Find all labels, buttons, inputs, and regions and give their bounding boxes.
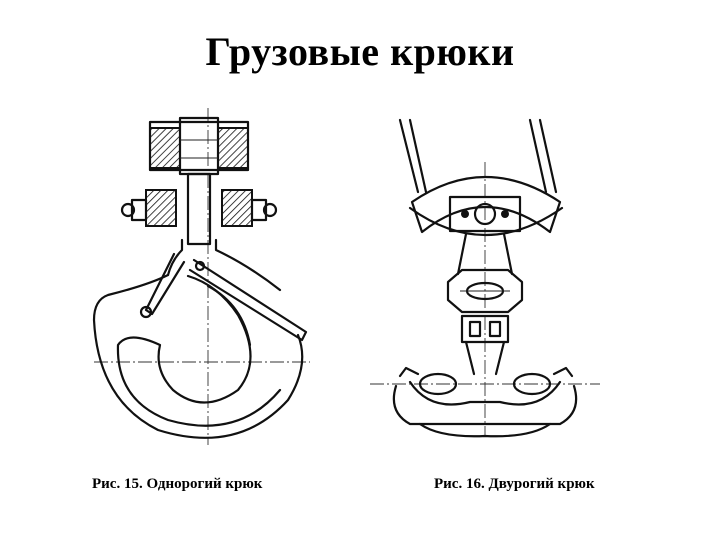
- figure-16-caption: Рис. 16. Двурогий крюк: [434, 476, 595, 492]
- slide-title: Грузовые крюки: [205, 29, 515, 74]
- single-hook-drawing-icon: [92, 108, 310, 445]
- double-hook-drawing-icon: [370, 118, 600, 438]
- single-hook-figure: [88, 100, 328, 450]
- double-hook-figure: [370, 112, 600, 442]
- figure-15-caption: Рис. 15. Однорогий крюк: [92, 476, 263, 492]
